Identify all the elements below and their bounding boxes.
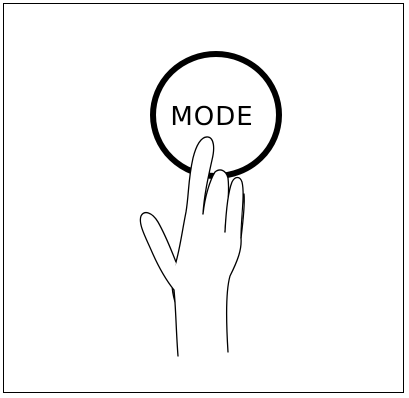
mode-label: MODE (170, 102, 253, 132)
pointing-hand-icon (140, 137, 244, 356)
